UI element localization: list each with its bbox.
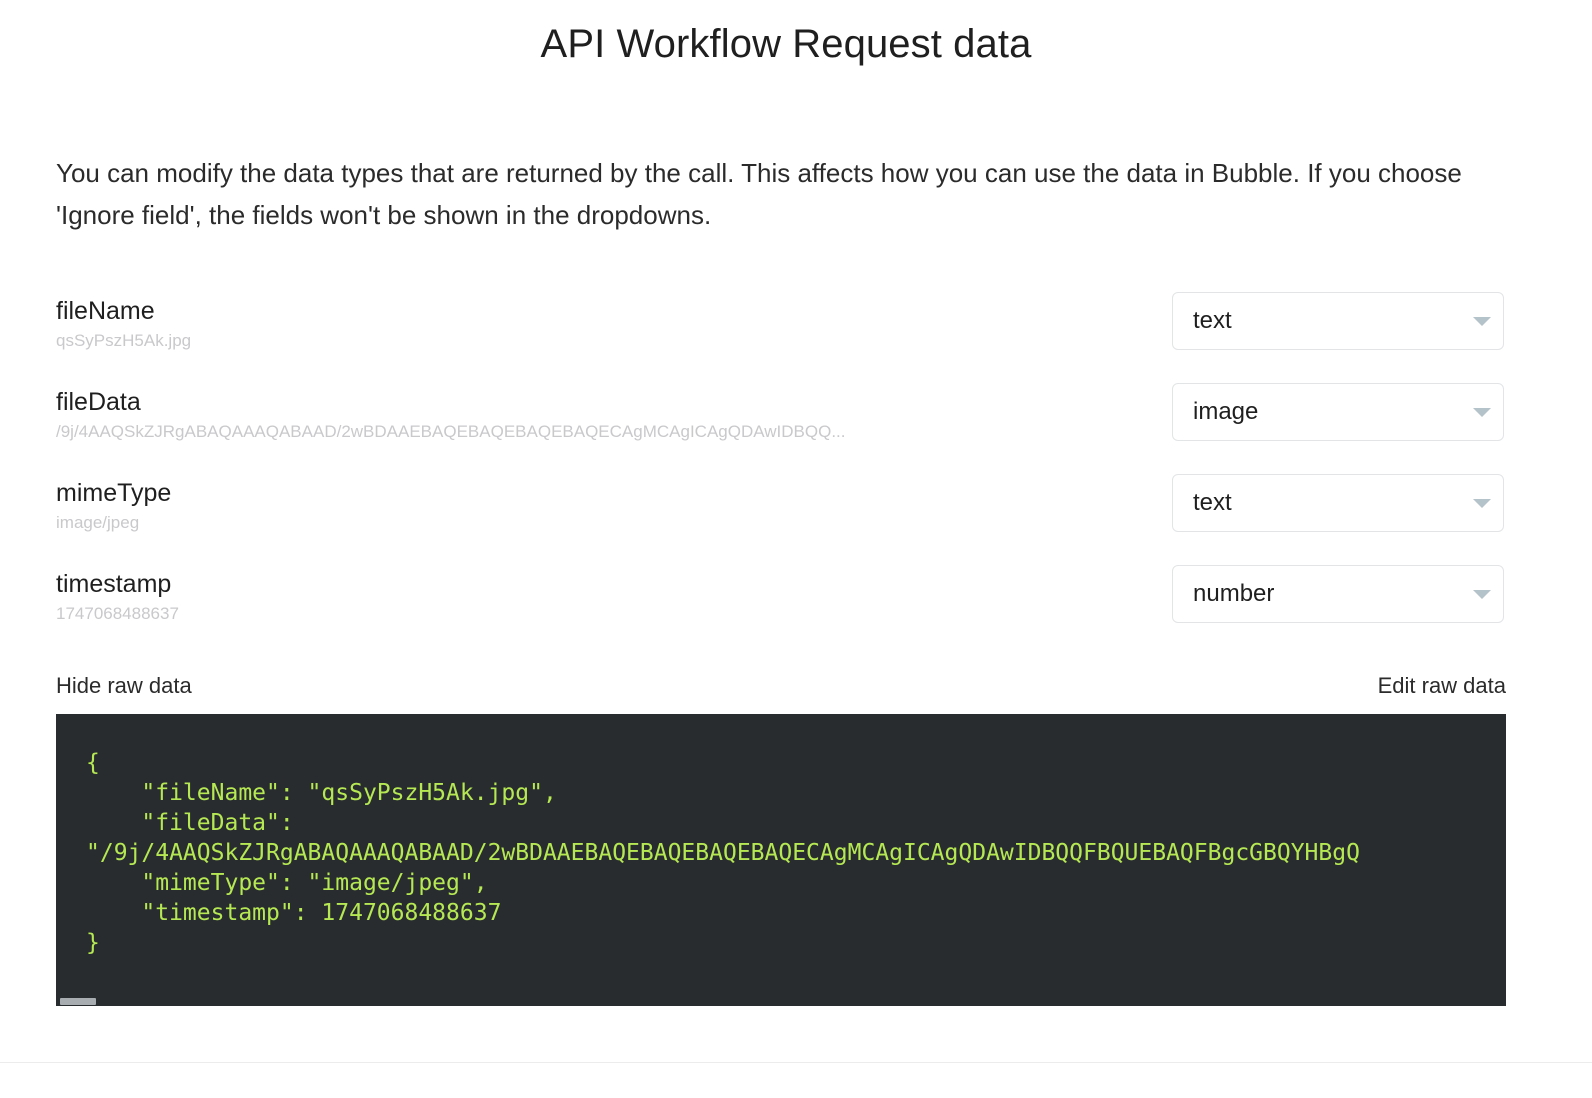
field-row: timestamp 1747068488637 number	[0, 565, 1592, 660]
page-description: You can modify the data types that are r…	[56, 158, 1462, 230]
page-title: API Workflow Request data	[540, 22, 1032, 66]
field-type-dropdown-filedata[interactable]: image	[1172, 383, 1504, 441]
field-type-dropdown-timestamp[interactable]: number	[1172, 565, 1504, 623]
dropdown-selected-value: number	[1193, 580, 1275, 607]
field-info: fileName qsSyPszH5Ak.jpg	[56, 296, 191, 353]
field-value-preview: qsSyPszH5Ak.jpg	[56, 331, 192, 350]
chevron-down-icon	[1469, 475, 1503, 531]
field-name: timestamp	[56, 570, 172, 598]
field-name: fileName	[56, 297, 155, 325]
field-row: mimeType image/jpeg text	[0, 474, 1592, 569]
code-horizontal-scrollbar[interactable]	[56, 997, 1506, 1006]
field-name: fileData	[56, 388, 141, 416]
raw-json-text: { "fileName": "qsSyPszH5Ak.jpg", "fileDa…	[86, 750, 1360, 956]
bottom-divider	[0, 1062, 1592, 1063]
field-type-dropdown-mimetype[interactable]: text	[1172, 474, 1504, 532]
dropdown-selected-value: text	[1193, 307, 1232, 334]
field-value-preview: 1747068488637	[56, 604, 179, 623]
field-list: fileName qsSyPszH5Ak.jpg text fileData /…	[0, 292, 1592, 660]
field-info: mimeType image/jpeg	[56, 478, 171, 535]
chevron-down-icon	[1469, 566, 1503, 622]
field-value-preview: /9j/4AAQSkZJRgABAQAAAQABAAD/2wBDAAEBAQEB…	[56, 422, 846, 441]
field-row: fileData /9j/4AAQSkZJRgABAQAAAQABAAD/2wB…	[0, 383, 1592, 478]
dropdown-selected-value: text	[1193, 489, 1232, 516]
chevron-down-icon	[1469, 293, 1503, 349]
code-scrollbar-thumb[interactable]	[60, 998, 96, 1005]
raw-data-code-block: { "fileName": "qsSyPszH5Ak.jpg", "fileDa…	[56, 714, 1506, 1006]
field-value-preview: image/jpeg	[56, 513, 140, 532]
raw-data-links: Hide raw data Edit raw data	[56, 672, 1506, 700]
hide-raw-data-link[interactable]: Hide raw data	[56, 673, 192, 698]
field-info: timestamp 1747068488637	[56, 569, 179, 626]
field-row: fileName qsSyPszH5Ak.jpg text	[0, 292, 1592, 387]
field-type-dropdown-filename[interactable]: text	[1172, 292, 1504, 350]
field-info: fileData /9j/4AAQSkZJRgABAQAAAQABAAD/2wB…	[56, 387, 846, 444]
field-name: mimeType	[56, 479, 172, 507]
dropdown-selected-value: image	[1193, 398, 1259, 425]
edit-raw-data-link[interactable]: Edit raw data	[1377, 673, 1506, 698]
chevron-down-icon	[1469, 384, 1503, 440]
